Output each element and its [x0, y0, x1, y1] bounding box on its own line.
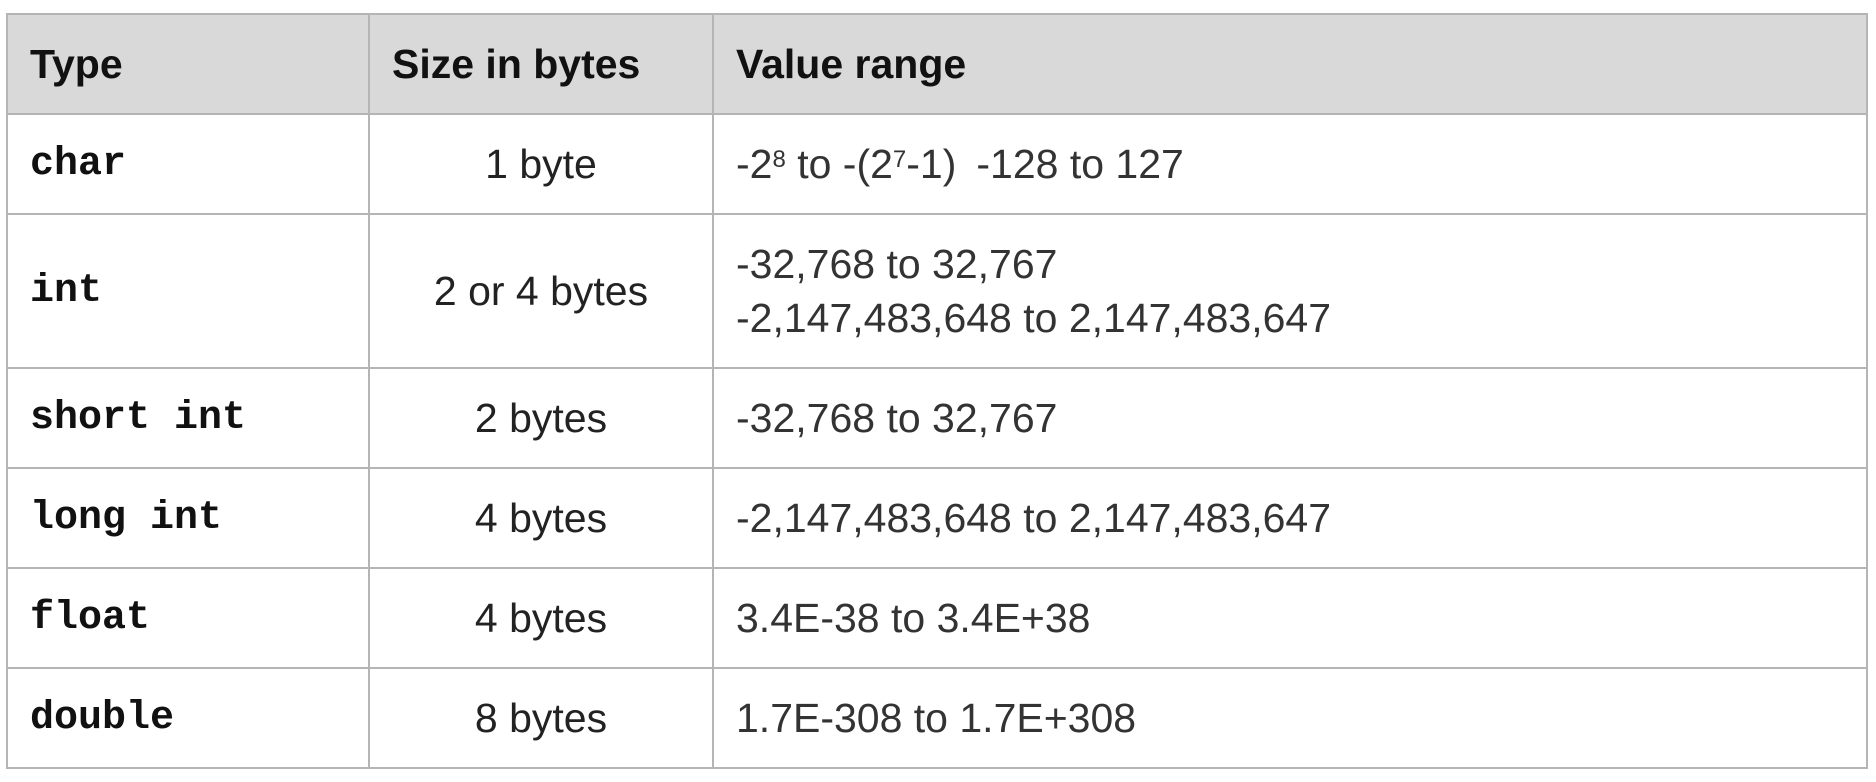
range-cell: 3.4E-38 to 3.4E+38 — [712, 567, 1868, 669]
type-cell: float — [6, 567, 370, 669]
size-cell: 2 bytes — [368, 367, 714, 469]
type-cell: int — [6, 213, 370, 369]
range-base: -2 — [736, 141, 773, 187]
header-size: Size in bytes — [368, 13, 714, 115]
range-cell: -32,768 to 32,767 — [712, 367, 1868, 469]
table-row-long-int: long int 4 bytes -2,147,483,648 to 2,147… — [6, 467, 1868, 569]
range-mid: to -(2 — [785, 141, 893, 187]
size-cell: 4 bytes — [368, 567, 714, 669]
range-cell: -32,768 to 32,767 -2,147,483,648 to 2,14… — [712, 213, 1868, 369]
type-cell: double — [6, 667, 370, 769]
data-types-table: Type Size in bytes Value range char 1 by… — [6, 13, 1868, 769]
range-cell: -2,147,483,648 to 2,147,483,647 — [712, 467, 1868, 569]
table-row-char: char 1 byte -28 to -(27-1) -128 to 127 — [6, 113, 1868, 215]
type-cell: short int — [6, 367, 370, 469]
header-value-range: Value range — [712, 13, 1868, 115]
header-type: Type — [6, 13, 370, 115]
size-cell: 4 bytes — [368, 467, 714, 569]
table-row-short-int: short int 2 bytes -32,768 to 32,767 — [6, 367, 1868, 469]
range-exponent: 8 — [772, 146, 786, 173]
table-row-float: float 4 bytes 3.4E-38 to 3.4E+38 — [6, 567, 1868, 669]
range-cell: 1.7E-308 to 1.7E+308 — [712, 667, 1868, 769]
range-exponent: 7 — [892, 146, 907, 173]
range-line: -32,768 to 32,767 — [736, 241, 1058, 287]
range-suffix: -1) — [906, 141, 957, 187]
range-line: -2,147,483,648 to 2,147,483,647 — [736, 295, 1332, 341]
data-types-table-container: Type Size in bytes Value range char 1 by… — [6, 13, 1868, 769]
size-cell: 8 bytes — [368, 667, 714, 769]
size-cell: 1 byte — [368, 113, 714, 215]
type-cell: char — [6, 113, 370, 215]
range-cell: -28 to -(27-1) -128 to 127 — [712, 113, 1868, 215]
size-cell: 2 or 4 bytes — [368, 213, 714, 369]
type-cell: long int — [6, 467, 370, 569]
range-decimal: -128 to 127 — [976, 141, 1184, 187]
table-row-int: int 2 or 4 bytes -32,768 to 32,767 -2,14… — [6, 213, 1868, 369]
table-header-row: Type Size in bytes Value range — [6, 13, 1868, 115]
table-row-double: double 8 bytes 1.7E-308 to 1.7E+308 — [6, 667, 1868, 769]
